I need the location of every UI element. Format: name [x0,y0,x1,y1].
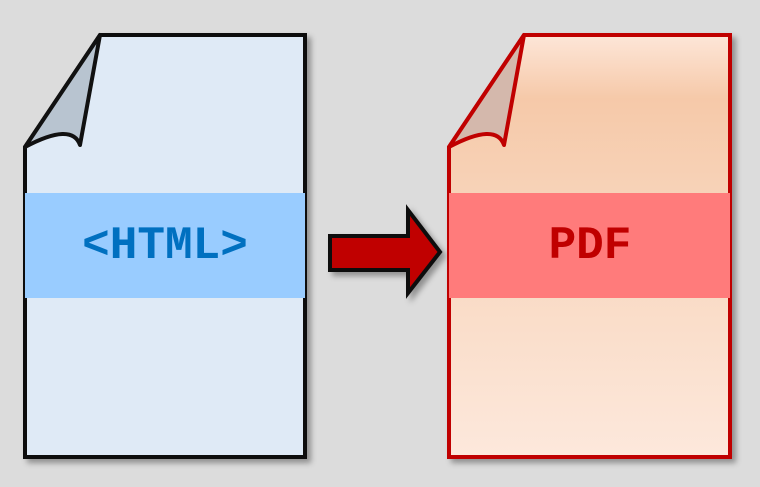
pdf-label: PDF [549,220,632,272]
arrow-icon [328,204,443,299]
pdf-band [449,193,730,298]
page-curl [23,33,102,149]
page-curl [447,33,526,149]
html-label: <HTML> [82,220,248,272]
html-document-icon: <HTML> [23,33,307,459]
html-band [25,193,305,298]
pdf-document-icon: PDF [447,33,732,459]
